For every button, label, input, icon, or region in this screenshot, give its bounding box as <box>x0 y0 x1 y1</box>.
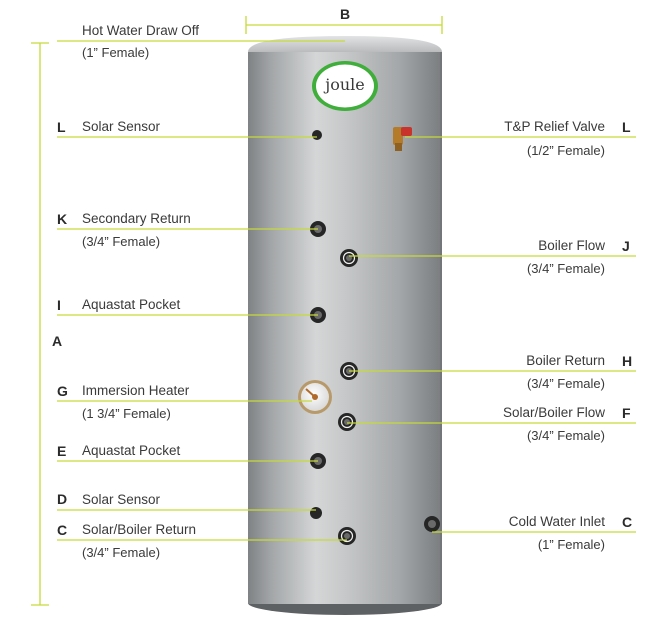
svg-text:H: H <box>622 353 632 369</box>
svg-text:C: C <box>622 514 632 530</box>
svg-text:(3/4” Female): (3/4” Female) <box>82 545 160 560</box>
svg-text:Secondary Return: Secondary Return <box>82 211 191 226</box>
relief-valve-icon <box>393 127 412 151</box>
callout-solar-boiler-return: C Solar/Boiler Return (3/4” Female) <box>57 522 347 560</box>
svg-text:(3/4” Female): (3/4” Female) <box>527 376 605 391</box>
svg-text:Hot Water Draw Off: Hot Water Draw Off <box>82 23 199 38</box>
svg-text:(3/4” Female): (3/4” Female) <box>527 428 605 443</box>
callout-solar-sensor-top: L Solar Sensor <box>57 119 317 138</box>
callout-tp-relief-valve: T&P Relief Valve L (1/2” Female) <box>405 119 636 158</box>
cylinder-tank <box>248 36 442 615</box>
dimension-b: B <box>245 6 443 34</box>
svg-text:Solar Sensor: Solar Sensor <box>82 119 161 134</box>
svg-text:F: F <box>622 405 631 421</box>
callout-cold-water-inlet: Cold Water Inlet C (1” Female) <box>432 514 636 552</box>
svg-text:J: J <box>622 238 630 254</box>
callout-aquastat-pocket-lower: E Aquastat Pocket <box>57 443 318 462</box>
svg-text:Immersion Heater: Immersion Heater <box>82 383 190 398</box>
svg-text:(3/4” Female): (3/4” Female) <box>82 234 160 249</box>
svg-text:Boiler Return: Boiler Return <box>526 353 605 368</box>
svg-text:T&P Relief Valve: T&P Relief Valve <box>504 119 605 134</box>
tank-top <box>248 36 442 52</box>
callout-hot-water-draw-off: Hot Water Draw Off (1” Female) <box>57 23 345 60</box>
dimension-a-letter: A <box>52 333 62 349</box>
callout-solar-sensor-bottom: D Solar Sensor <box>57 491 316 511</box>
svg-text:E: E <box>57 443 66 459</box>
solar-sensor-port-bottom <box>310 507 322 519</box>
svg-text:G: G <box>57 383 68 399</box>
svg-text:(1/2” Female): (1/2” Female) <box>527 143 605 158</box>
callout-solar-boiler-flow: Solar/Boiler Flow F (3/4” Female) <box>347 405 636 443</box>
svg-text:(3/4” Female): (3/4” Female) <box>527 261 605 276</box>
svg-text:Cold Water Inlet: Cold Water Inlet <box>509 514 606 529</box>
svg-text:(1” Female): (1” Female) <box>82 45 149 60</box>
right-callouts: T&P Relief Valve L (1/2” Female) Boiler … <box>347 119 636 552</box>
svg-text:(1 3/4” Female): (1 3/4” Female) <box>82 406 171 421</box>
svg-text:Aquastat Pocket: Aquastat Pocket <box>82 443 181 458</box>
svg-text:(1” Female): (1” Female) <box>538 537 605 552</box>
svg-text:D: D <box>57 491 67 507</box>
immersion-heater-dial-icon <box>298 380 332 414</box>
svg-text:Boiler Flow: Boiler Flow <box>538 238 605 253</box>
svg-text:L: L <box>57 119 66 135</box>
svg-text:Aquastat Pocket: Aquastat Pocket <box>82 297 181 312</box>
callout-aquastat-pocket-upper: I Aquastat Pocket <box>57 297 318 316</box>
callout-immersion-heater: G Immersion Heater (1 3/4” Female) <box>57 383 312 421</box>
svg-text:Solar/Boiler Return: Solar/Boiler Return <box>82 522 196 537</box>
solar-sensor-port-top <box>312 130 322 140</box>
svg-text:C: C <box>57 522 67 538</box>
svg-text:L: L <box>622 119 631 135</box>
svg-text:K: K <box>57 211 67 227</box>
callout-boiler-flow: Boiler Flow J (3/4” Female) <box>349 238 636 276</box>
dimension-a: A <box>31 42 62 606</box>
svg-text:I: I <box>57 297 61 313</box>
joule-logo: joule <box>312 61 378 111</box>
svg-text:Solar Sensor: Solar Sensor <box>82 492 161 507</box>
tank-body <box>248 52 442 604</box>
logo-text: joule <box>323 75 364 94</box>
left-callouts: Hot Water Draw Off (1” Female) L Solar S… <box>57 23 347 560</box>
callout-boiler-return: Boiler Return H (3/4” Female) <box>349 353 636 391</box>
logo-face <box>316 64 374 108</box>
callout-secondary-return: K Secondary Return (3/4” Female) <box>57 211 318 249</box>
dimension-b-letter: B <box>340 6 350 22</box>
svg-text:Solar/Boiler Flow: Solar/Boiler Flow <box>503 405 605 420</box>
